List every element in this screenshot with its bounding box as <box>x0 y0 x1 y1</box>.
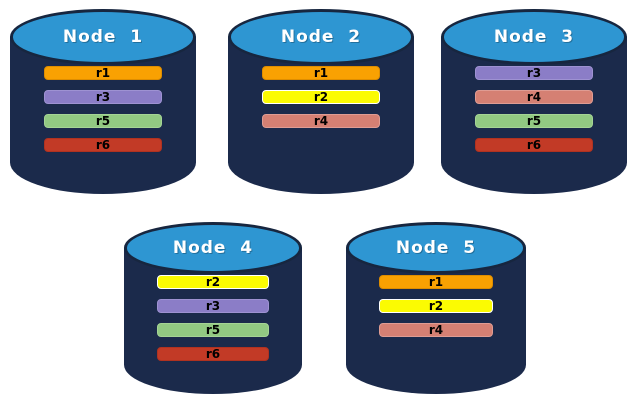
replica-bar-r4: r4 <box>475 90 593 105</box>
replica-bar-r1: r1 <box>379 275 493 290</box>
replica-bar-r2: r2 <box>156 275 270 290</box>
replica-bar-r5: r5 <box>156 323 270 338</box>
node-label: Node 5 <box>395 237 477 258</box>
replica-list: r1 r2 r4 <box>228 66 414 129</box>
database-node: Node 2 r1 r2 r4 <box>228 9 414 194</box>
replica-label: r4 <box>313 114 329 129</box>
replica-label: r2 <box>205 275 221 290</box>
replica-bar-r3: r3 <box>156 299 270 314</box>
node-label: Node 4 <box>172 237 254 258</box>
node-label: Node 1 <box>62 26 144 47</box>
replica-bar-r6: r6 <box>44 138 162 153</box>
replica-label: r1 <box>313 66 329 81</box>
replica-bar-r1: r1 <box>44 66 162 81</box>
node-label: Node 2 <box>280 26 362 47</box>
replica-label: r5 <box>205 323 221 338</box>
replica-bar-r5: r5 <box>44 114 162 129</box>
replica-list: r3 r4 r5 r6 <box>441 66 627 153</box>
replica-label: r2 <box>313 90 329 105</box>
replica-list: r2 r3 r5 r6 <box>124 275 302 362</box>
replica-label: r3 <box>526 66 542 81</box>
replica-bar-r1: r1 <box>262 66 380 81</box>
replica-label: r2 <box>428 299 444 314</box>
replica-list: r1 r2 r4 <box>346 275 526 338</box>
cylinder-top: Node 2 <box>228 9 414 65</box>
replica-label: r6 <box>526 138 542 153</box>
replica-label: r5 <box>95 114 111 129</box>
replica-label: r1 <box>95 66 111 81</box>
node-label: Node 3 <box>493 26 575 47</box>
replica-bar-r4: r4 <box>262 114 380 129</box>
replica-bar-r6: r6 <box>156 347 270 362</box>
cylinder-top: Node 4 <box>124 222 302 274</box>
replica-label: r3 <box>205 299 221 314</box>
replica-label: r4 <box>526 90 542 105</box>
replica-bar-r2: r2 <box>379 299 493 314</box>
cylinder-top: Node 1 <box>10 9 196 65</box>
replica-label: r5 <box>526 114 542 129</box>
cylinder-top: Node 3 <box>441 9 627 65</box>
database-node: Node 4 r2 r3 r5 r6 <box>124 222 302 394</box>
replica-label: r4 <box>428 323 444 338</box>
replica-bar-r3: r3 <box>475 66 593 81</box>
replica-bar-r2: r2 <box>262 90 380 105</box>
replica-label: r3 <box>95 90 111 105</box>
database-node: Node 3 r3 r4 r5 r6 <box>441 9 627 194</box>
replica-label: r1 <box>428 275 444 290</box>
database-node: Node 5 r1 r2 r4 <box>346 222 526 394</box>
replica-list: r1 r3 r5 r6 <box>10 66 196 153</box>
replica-label: r6 <box>95 138 111 153</box>
replica-bar-r5: r5 <box>475 114 593 129</box>
cylinder-top: Node 5 <box>346 222 526 274</box>
replica-bar-r6: r6 <box>475 138 593 153</box>
replica-bar-r4: r4 <box>379 323 493 338</box>
database-node: Node 1 r1 r3 r5 r6 <box>10 9 196 194</box>
replica-label: r6 <box>205 347 221 362</box>
replica-bar-r3: r3 <box>44 90 162 105</box>
